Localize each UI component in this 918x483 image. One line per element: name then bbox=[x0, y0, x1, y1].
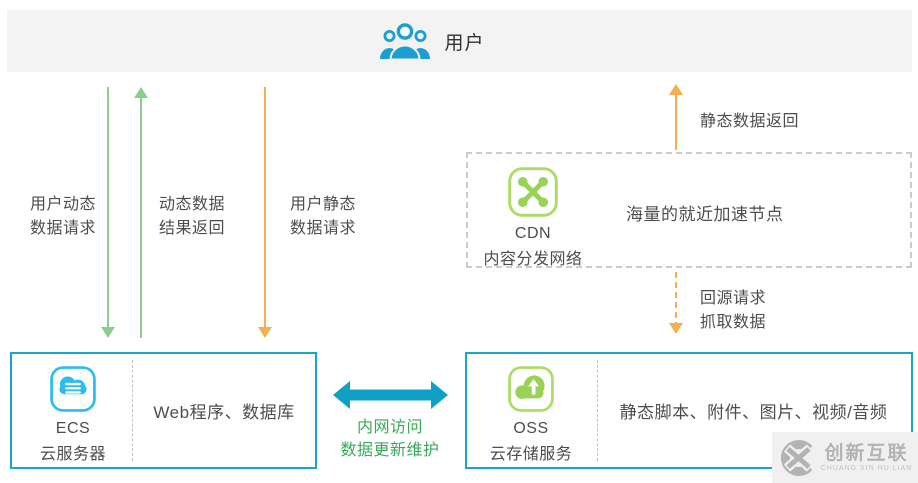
ecs-name: ECS bbox=[55, 420, 91, 437]
ecs-icon bbox=[50, 366, 96, 412]
label-line: 回源请求 bbox=[700, 290, 767, 307]
label-line: 抓取数据 bbox=[700, 314, 767, 331]
cdn-description: 海量的就近加速节点 bbox=[626, 205, 784, 224]
watermark-text: 创新互联 CHUANG XIN HU LIAN bbox=[820, 442, 913, 472]
label-line: 结果返回 bbox=[158, 220, 225, 237]
label-origin-fetch: 回源请求 抓取数据 bbox=[700, 287, 766, 335]
ecs-subtitle: 云服务器 bbox=[39, 446, 106, 463]
label-line: 数据请求 bbox=[29, 220, 96, 237]
oss-subtitle: 云存储服务 bbox=[489, 446, 573, 463]
arrow-dynamic-data-return-up bbox=[134, 87, 148, 343]
watermark-logo-icon bbox=[778, 438, 816, 478]
oss-unit: OSS 云存储服务 bbox=[467, 366, 595, 464]
ecs-content: Web程序、数据库 bbox=[153, 403, 295, 422]
cdn-icon bbox=[508, 167, 558, 217]
intranet-double-arrow bbox=[333, 380, 448, 415]
oss-divider bbox=[597, 360, 598, 461]
oss-name: OSS bbox=[513, 420, 549, 437]
watermark-title: 创新互联 bbox=[824, 442, 909, 464]
label-line: 动态数据 bbox=[158, 196, 225, 213]
users-icon bbox=[379, 22, 431, 61]
oss-content: 静态脚本、附件、图片、视频/音频 bbox=[619, 403, 888, 422]
label-line: 内网访问 bbox=[356, 419, 423, 436]
label-line: 用户静态 bbox=[289, 196, 356, 213]
label-user-dynamic-request: 用户动态 数据请求 bbox=[17, 193, 109, 241]
cdn-box: CDN 内容分发网络 海量的就近加速节点 bbox=[466, 152, 912, 268]
ecs-unit: ECS 云服务器 bbox=[12, 366, 134, 464]
user-header-label: 用户 bbox=[444, 32, 485, 54]
label-dynamic-data-return: 动态数据 结果返回 bbox=[146, 193, 238, 241]
watermark-badge: 创新互联 CHUANG XIN HU LIAN bbox=[772, 432, 918, 483]
arrow-user-dynamic-request-down bbox=[101, 87, 115, 343]
cdn-name: CDN bbox=[514, 225, 552, 242]
label-line: 数据请求 bbox=[289, 220, 356, 237]
label-static-data-return: 静态数据返回 bbox=[700, 113, 800, 130]
label-user-static-request: 用户静态 数据请求 bbox=[277, 193, 369, 241]
label-line: 用户动态 bbox=[29, 196, 96, 213]
user-header-bar: 用户 bbox=[7, 10, 912, 72]
arrow-static-data-return-up bbox=[669, 84, 683, 155]
ecs-box: ECS 云服务器 Web程序、数据库 bbox=[10, 352, 317, 469]
label-intranet-access: 内网访问 数据更新维护 bbox=[318, 416, 462, 462]
label-line: 数据更新维护 bbox=[340, 442, 440, 459]
watermark-subtitle: CHUANG XIN HU LIAN bbox=[820, 464, 913, 472]
arrow-user-static-request-down bbox=[258, 87, 272, 343]
arrow-origin-fetch-down-dashed bbox=[669, 272, 683, 339]
oss-icon bbox=[508, 366, 554, 412]
ecs-divider bbox=[132, 360, 133, 461]
cdn-subtitle: 内容分发网络 bbox=[483, 251, 583, 268]
cdn-unit: CDN 内容分发网络 bbox=[468, 167, 598, 269]
